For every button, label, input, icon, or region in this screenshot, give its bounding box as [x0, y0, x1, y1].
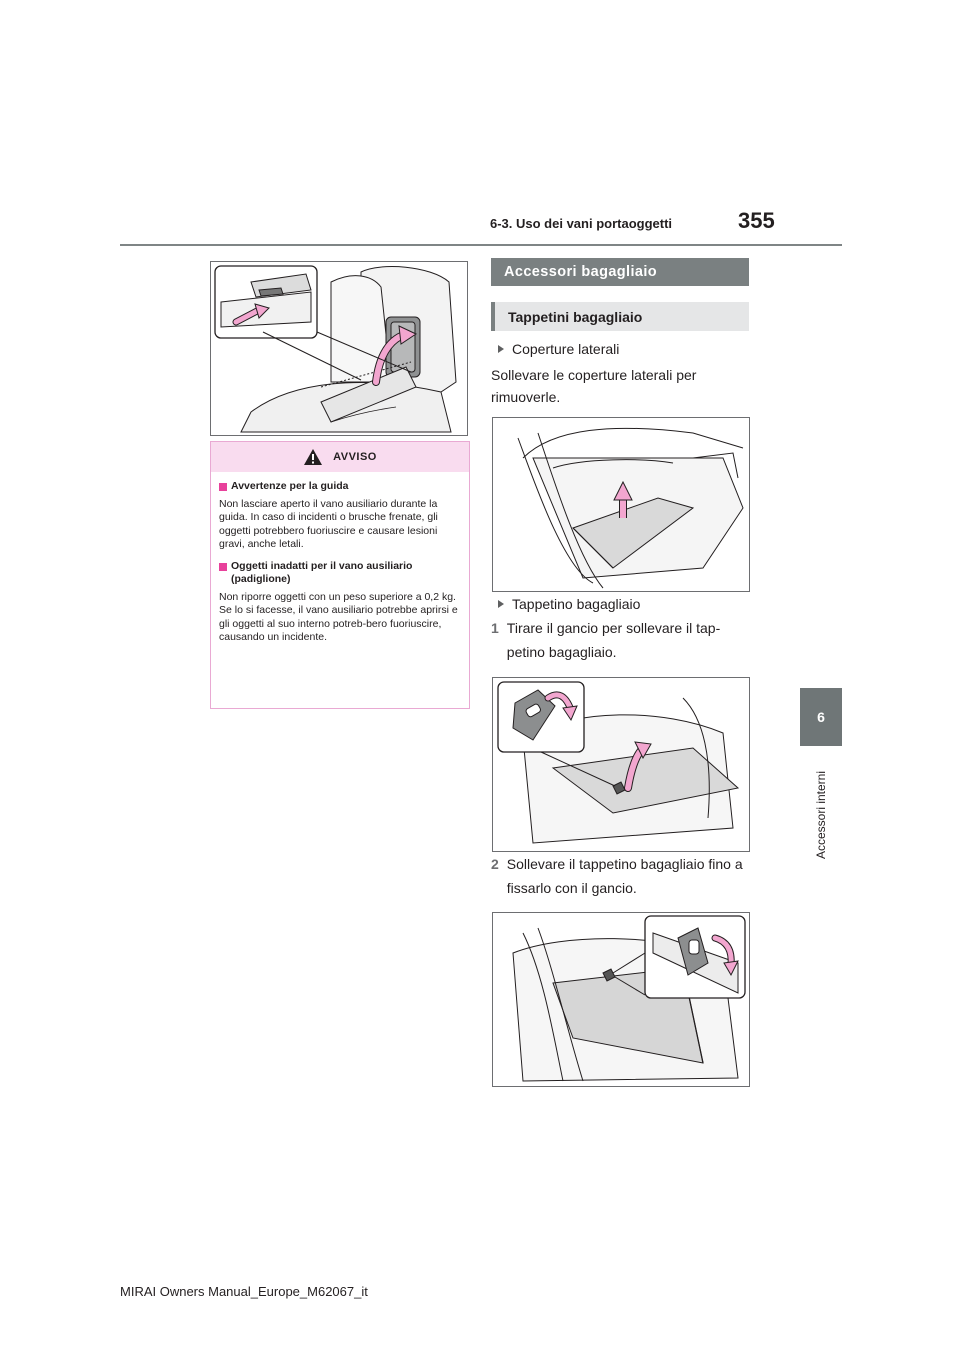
- bullet-arrow-icon: [498, 600, 504, 608]
- step-2-text: Sollevare il tappetino bagagliaio fino a…: [506, 856, 743, 896]
- warning-heading-2: Oggetti inadatti per il vano ausiliario …: [231, 559, 413, 586]
- paragraph-side-covers: Sollevare le coperture laterali per rimu…: [491, 367, 697, 405]
- warning-triangle-icon: [304, 449, 323, 465]
- step-2-number: 2: [491, 856, 499, 872]
- warning-item-heading: Oggetti inadatti per il vano ausiliario …: [219, 560, 461, 587]
- step-1-number: 1: [491, 620, 499, 636]
- warning-heading-1: Avvertenze per la guida: [231, 480, 349, 492]
- chapter-label: Accessori interni: [806, 760, 836, 870]
- bullet-luggage-mat-text: Tappetino bagagliaio: [512, 596, 641, 612]
- fix-mat-illustration: [492, 912, 750, 1087]
- chapter-number: 6: [817, 709, 825, 725]
- header-divider: [120, 244, 842, 246]
- warning-item-heading: Avvertenze per la guida: [219, 480, 461, 494]
- warning-body: Avvertenze per la guida Non lasciare ape…: [211, 472, 469, 645]
- subsection-title: Tappetini bagagliaio: [491, 302, 749, 331]
- bullet-arrow-icon: [498, 345, 504, 353]
- armrest-illustration: [210, 261, 468, 436]
- warning-text-1: Non lasciare aperto il vano ausiliario d…: [219, 497, 438, 551]
- chapter-label-text: Accessori interni: [814, 770, 828, 860]
- warning-title: AVVISO: [333, 451, 377, 463]
- bullet-luggage-mat: Tappetino bagagliaio: [498, 593, 640, 615]
- pull-hook-illustration: [492, 677, 750, 852]
- bullet-side-covers-text: Coperture laterali: [512, 341, 620, 357]
- step-1-text: Tirare il gancio per sollevare il tap-pe…: [506, 620, 721, 660]
- section-title: Accessori bagagliaio: [491, 258, 749, 286]
- chapter-tab: 6: [800, 688, 842, 746]
- step-2: 2 Sollevare il tappetino bagagliaio fino…: [491, 852, 747, 900]
- footer-text: MIRAI Owners Manual_Europe_M62067_it: [120, 1284, 368, 1299]
- step-1: 1 Tirare il gancio per sollevare il tap-…: [491, 616, 747, 664]
- pink-square-icon: [219, 483, 227, 491]
- warning-text-2: Non riporre oggetti con un peso superior…: [219, 590, 458, 644]
- bullet-side-covers: Coperture laterali: [498, 338, 619, 360]
- running-header: 6-3. Uso dei vani portaoggetti: [490, 216, 673, 231]
- pink-square-icon: [219, 562, 227, 571]
- warning-box: AVVISO Avvertenze per la guida Non lasci…: [210, 441, 470, 709]
- warning-header: AVVISO: [211, 442, 469, 472]
- side-cover-illustration: [492, 417, 750, 592]
- page-number: 355: [738, 208, 775, 233]
